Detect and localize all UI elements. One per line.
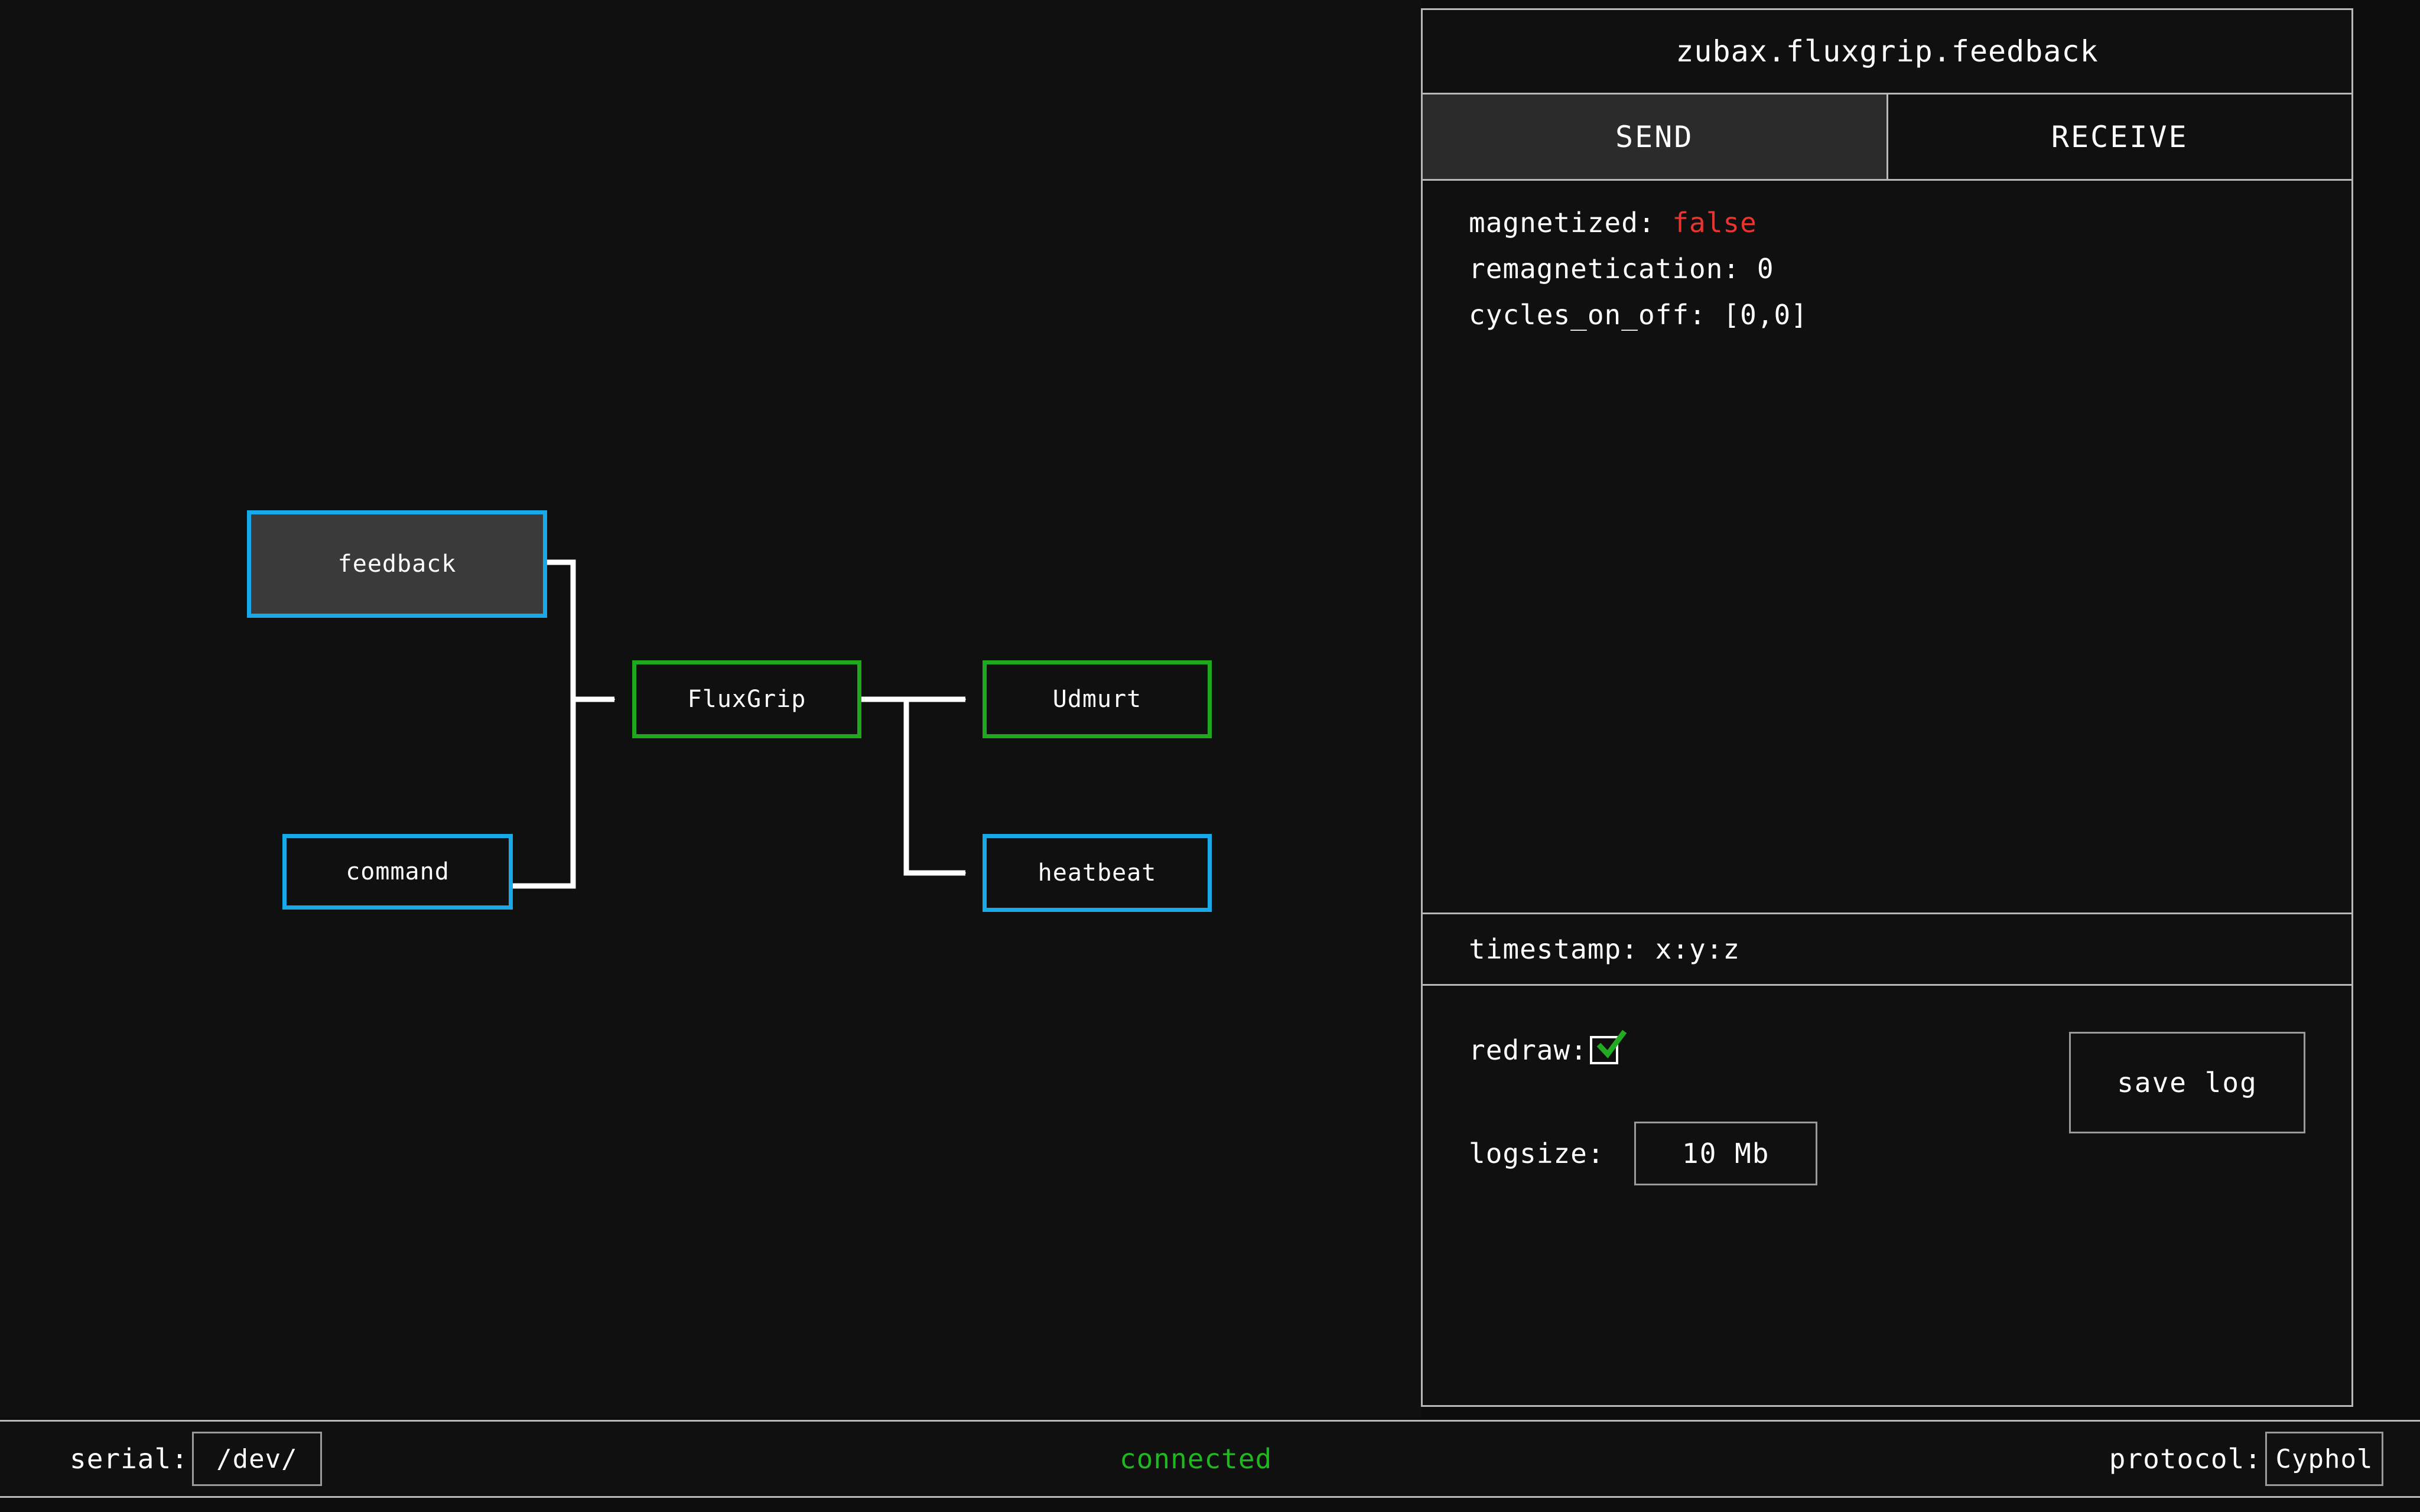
field-row: cycles_on_off: [0,0] — [1469, 298, 2351, 333]
tab-send[interactable]: SEND — [1423, 94, 1886, 179]
node-fluxgrip[interactable]: FluxGrip — [632, 660, 861, 738]
logsize-input[interactable]: 10 Mb — [1634, 1122, 1818, 1185]
edge-fluxgrip-heatbeat — [903, 699, 965, 873]
logsize-row: logsize: 10 Mb — [1469, 1122, 1818, 1185]
serial-group: serial: /dev/ — [70, 1432, 322, 1486]
serial-input[interactable]: /dev/ — [191, 1432, 322, 1486]
protocol-label: protocol: — [2109, 1443, 2262, 1475]
field-key: cycles_on_off: — [1469, 298, 1723, 331]
field-value: false — [1672, 207, 1757, 239]
node-graph-canvas[interactable]: feedback command FluxGrip Udmurt heatbeat — [0, 0, 1421, 1418]
panel-title: zubax.fluxgrip.feedback — [1423, 10, 2351, 94]
node-feedback[interactable]: feedback — [247, 510, 547, 618]
node-label: command — [346, 858, 450, 885]
status-bar: serial: /dev/ connected protocol: Cyphol — [0, 1420, 2420, 1498]
protocol-select[interactable]: Cyphol — [2265, 1432, 2383, 1486]
node-label: Udmurt — [1052, 686, 1142, 713]
check-icon — [1596, 1029, 1627, 1059]
tab-bar: SEND RECEIVE — [1423, 94, 2351, 181]
node-label: heatbeat — [1037, 859, 1157, 887]
redraw-row: redraw: — [1469, 1029, 1627, 1066]
timestamp-value: x:y:z — [1655, 933, 1741, 965]
node-udmurt[interactable]: Udmurt — [983, 660, 1212, 738]
field-list: magnetized: false remagnetication: 0 cycle… — [1423, 181, 2351, 913]
field-key: remagnetication: — [1469, 252, 1757, 285]
controls-section: redraw: logsize: 10 Mb save log — [1423, 986, 2351, 1405]
field-value: 0 — [1757, 252, 1774, 285]
save-log-button[interactable]: save log — [2069, 1032, 2305, 1133]
node-heatbeat[interactable]: heatbeat — [983, 834, 1212, 912]
edge-command-bus — [513, 699, 576, 889]
timestamp-label: timestamp: — [1469, 933, 1655, 965]
field-value: [0,0] — [1723, 298, 1808, 331]
field-key: magnetized: — [1469, 207, 1673, 239]
detail-panel: zubax.fluxgrip.feedback SEND RECEIVE mag… — [1421, 8, 2353, 1407]
redraw-checkbox[interactable] — [1589, 1029, 1627, 1064]
edge-feedback-bus — [547, 559, 576, 699]
connection-status: connected — [1120, 1443, 1273, 1475]
field-row: remagnetication: 0 — [1469, 252, 2351, 287]
node-label: feedback — [337, 550, 457, 578]
timestamp-row: timestamp: x:y:z — [1423, 913, 2351, 986]
protocol-group: protocol: Cyphol — [2109, 1432, 2383, 1486]
field-row: magnetized: false — [1469, 206, 2351, 241]
redraw-label: redraw: — [1469, 1034, 1588, 1066]
node-command[interactable]: command — [282, 834, 513, 910]
edge-layer — [513, 559, 1421, 889]
serial-label: serial: — [70, 1443, 188, 1475]
logsize-label: logsize: — [1469, 1138, 1622, 1169]
tab-receive[interactable]: RECEIVE — [1886, 94, 2351, 179]
node-label: FluxGrip — [687, 686, 806, 713]
